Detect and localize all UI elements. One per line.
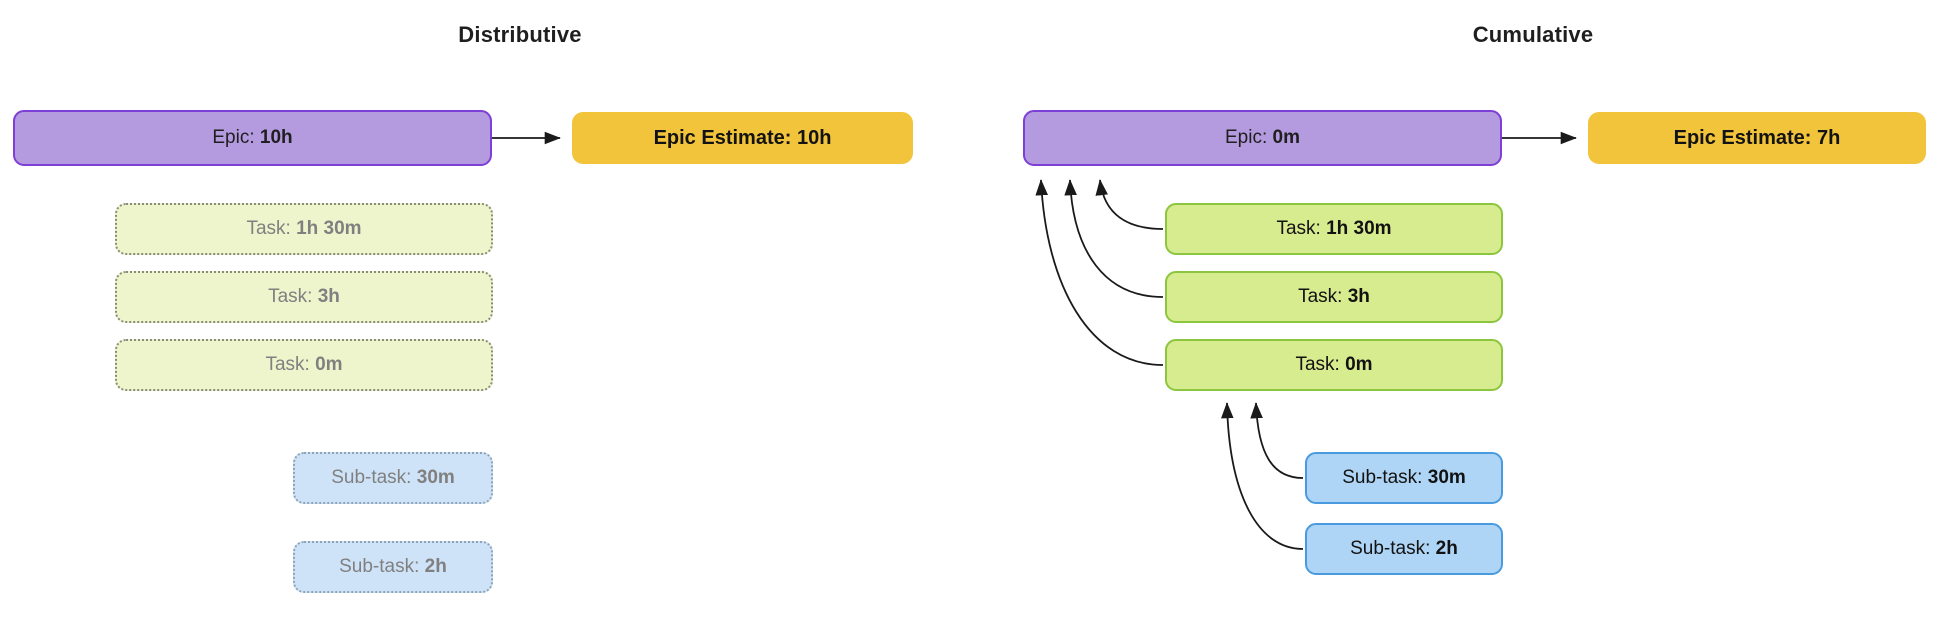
distributive-task-label: Task: xyxy=(268,286,313,307)
distributive-estimate-value: 10h xyxy=(796,126,832,149)
cumulative-subtask-node[interactable]: Sub-task: 2h xyxy=(1305,523,1503,575)
distributive-subtask-label: Sub-task: xyxy=(331,467,412,488)
edge-task2-to-epic xyxy=(1064,179,1164,298)
distributive-epic-node[interactable]: Epic: 10h xyxy=(13,110,492,166)
cumulative-task-node[interactable]: Task: 0m xyxy=(1165,339,1503,391)
cumulative-subtask-value: 30m xyxy=(1427,467,1466,488)
distributive-epic-estimate-node[interactable]: Epic Estimate: 10h xyxy=(572,112,913,164)
cumulative-subtask-value: 2h xyxy=(1435,538,1458,559)
cumulative-estimate-label: Epic Estimate: xyxy=(1673,126,1812,149)
cumulative-task-value: 1h 30m xyxy=(1326,218,1392,239)
distributive-subtask-node[interactable]: Sub-task: 2h xyxy=(293,541,493,593)
cumulative-epic-estimate-node[interactable]: Epic Estimate: 7h xyxy=(1588,112,1926,164)
distributive-subtask-value: 2h xyxy=(424,556,447,577)
cumulative-task-node[interactable]: Task: 3h xyxy=(1165,271,1503,323)
cumulative-subtask-label: Sub-task: xyxy=(1342,467,1423,488)
cumulative-task-node[interactable]: Task: 1h 30m xyxy=(1165,203,1503,255)
cumulative-subtask-label: Sub-task: xyxy=(1350,538,1431,559)
cumulative-task-label: Task: xyxy=(1295,354,1340,375)
cumulative-task-label: Task: xyxy=(1298,286,1343,307)
cumulative-subtask-node[interactable]: Sub-task: 30m xyxy=(1305,452,1503,504)
cumulative-task-value: 3h xyxy=(1347,286,1370,307)
cumulative-estimate-value: 7h xyxy=(1817,126,1841,149)
distributive-task-value: 3h xyxy=(317,286,340,307)
panel-title-cumulative: Cumulative xyxy=(1472,22,1594,47)
cumulative-epic-node[interactable]: Epic: 0m xyxy=(1023,110,1502,166)
distributive-task-node[interactable]: Task: 0m xyxy=(115,339,493,391)
cumulative-task-value: 0m xyxy=(1345,354,1373,375)
distributive-epic-label: Epic: xyxy=(212,127,255,148)
distributive-epic-value: 10h xyxy=(259,127,293,148)
distributive-estimate-label: Epic Estimate: xyxy=(653,126,792,149)
edge-subtask2-to-task3 xyxy=(1221,402,1304,550)
distributive-task-node[interactable]: Task: 1h 30m xyxy=(115,203,493,255)
edge-task1-to-epic xyxy=(1095,179,1164,230)
distributive-subtask-label: Sub-task: xyxy=(339,556,420,577)
cumulative-task-label: Task: xyxy=(1276,218,1321,239)
cumulative-epic-label: Epic: xyxy=(1225,127,1268,148)
cumulative-epic-value: 0m xyxy=(1272,127,1300,148)
edge-subtask1-to-task3 xyxy=(1250,402,1304,479)
distributive-task-value: 1h 30m xyxy=(296,218,362,239)
distributive-subtask-node[interactable]: Sub-task: 30m xyxy=(293,452,493,504)
edge-task3-to-epic xyxy=(1035,179,1164,366)
panel-title-distributive: Distributive xyxy=(458,22,582,47)
distributive-task-value: 0m xyxy=(315,354,343,375)
distributive-task-node[interactable]: Task: 3h xyxy=(115,271,493,323)
distributive-task-label: Task: xyxy=(265,354,310,375)
distributive-task-label: Task: xyxy=(246,218,291,239)
distributive-subtask-value: 30m xyxy=(416,467,455,488)
